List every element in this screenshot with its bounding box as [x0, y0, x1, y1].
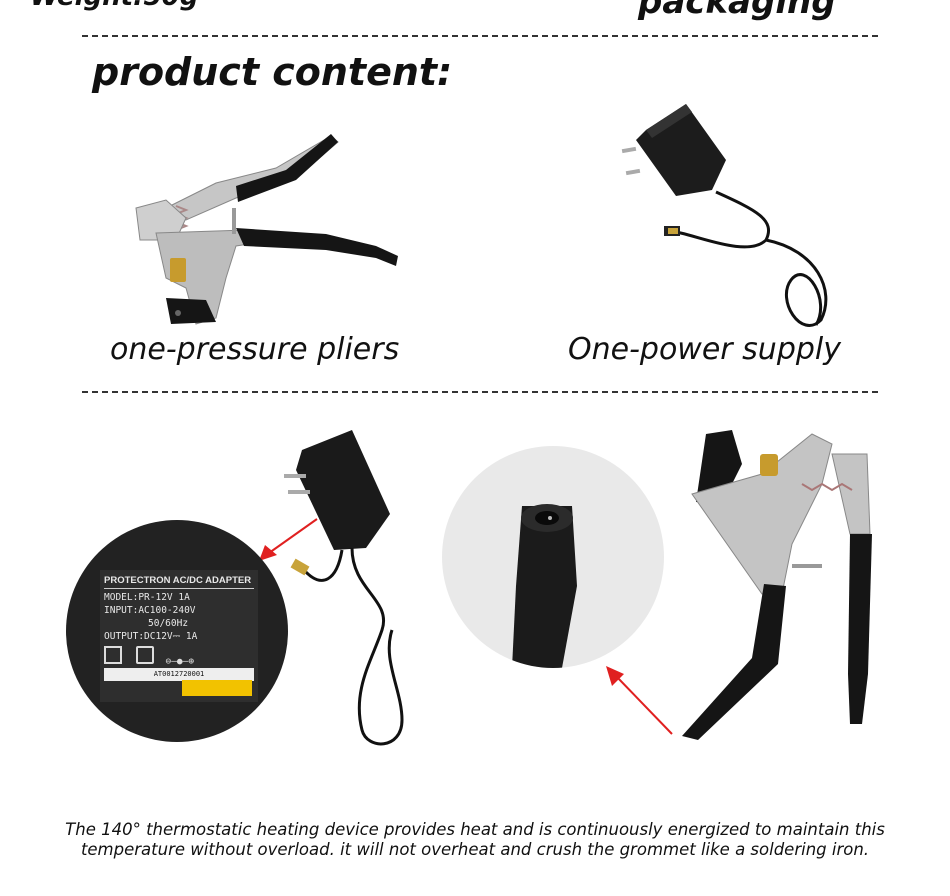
caption-power-supply: One-power supply: [568, 332, 841, 367]
divider-top: [82, 35, 878, 37]
double-insulation-icon: [104, 646, 122, 664]
section-heading: product content:: [92, 50, 453, 94]
arrow-to-jack: [606, 666, 673, 735]
power-supply-image: [621, 104, 828, 327]
description-line-1: The 140° thermostatic heating device pro…: [65, 820, 885, 839]
adapter-image: [284, 430, 404, 746]
adapter-label-closeup: PROTECTRON AC/DC ADAPTER MODEL:PR-12V 1A…: [66, 520, 288, 742]
polarity-icon: ⊖—●—⊕: [165, 656, 195, 667]
label-serial-barcode: AT0012720001: [104, 668, 254, 681]
label-model: MODEL:PR-12V 1A: [104, 592, 190, 603]
pliers-image: [135, 134, 398, 325]
weight-text: Weight:50g: [30, 0, 198, 12]
divider-middle: [82, 391, 878, 393]
label-frequency: 50/60Hz: [148, 618, 189, 629]
description-line-2: temperature without overload. it will no…: [80, 840, 870, 859]
dc-jack-image: [512, 504, 577, 668]
label-input: INPUT:AC100-240V: [104, 605, 196, 616]
dc-jack-closeup: [442, 446, 664, 668]
label-brand: PROTECTRON AC/DC ADAPTER: [104, 574, 254, 589]
caption-pliers: one-pressure pliers: [110, 332, 400, 367]
adapter-label-plate: PROTECTRON AC/DC ADAPTER MODEL:PR-12V 1A…: [100, 570, 258, 702]
indoor-use-icon: [135, 646, 154, 664]
arrow-to-label: [259, 518, 318, 561]
heating-description: The 140° thermostatic heating device pro…: [0, 820, 950, 860]
pliers-vertical-image: [682, 430, 872, 740]
certification-icons: ⊖—●—⊕: [104, 646, 254, 667]
label-output: OUTPUT:DC12V⎓ 1A: [104, 631, 198, 642]
packaging-heading: packaging: [638, 0, 836, 22]
warning-symbols-icon: [182, 680, 252, 696]
